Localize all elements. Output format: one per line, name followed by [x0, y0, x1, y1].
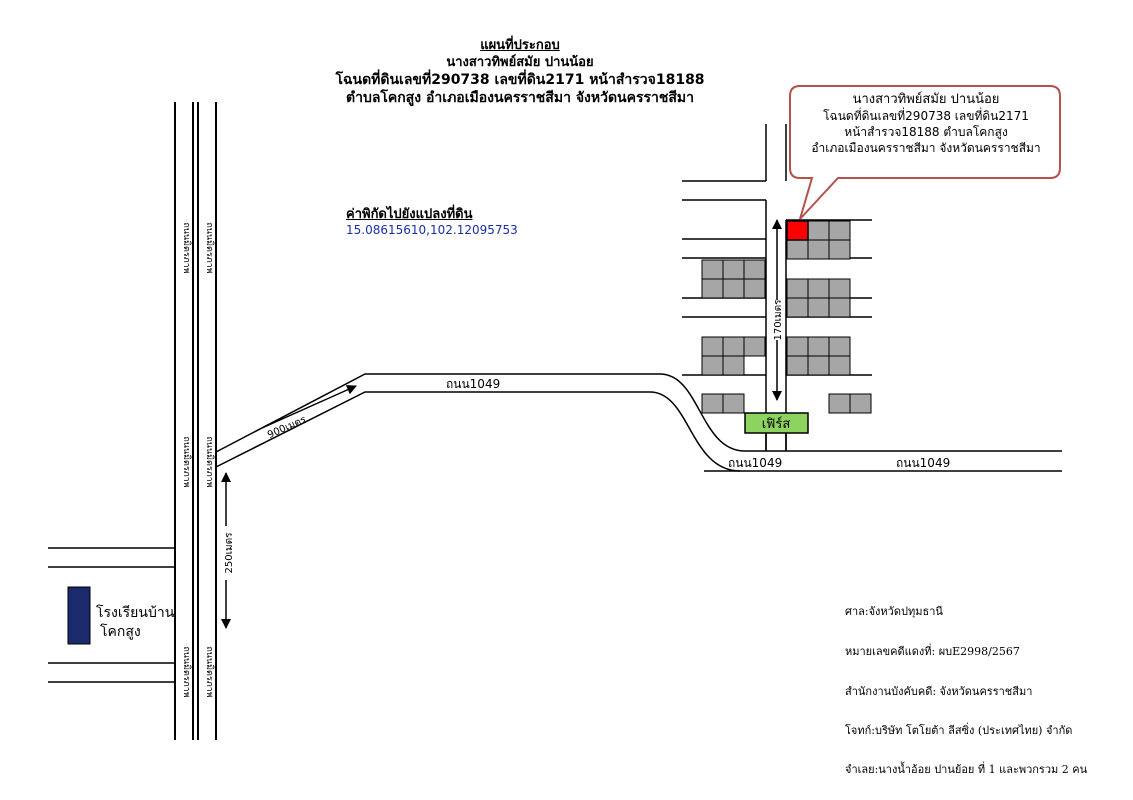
shop-label: เฟิร์ส — [762, 416, 791, 432]
mittraphap-label-2a: ถนนมิตรภาพ — [181, 436, 192, 487]
school-label: โรงเรียนบ้าน โคกสูง — [96, 604, 174, 642]
case-number: หมายเลขคดีแดงที่: ผบE2998/2567 — [845, 645, 1020, 658]
school-label-line1: โรงเรียนบ้าน — [96, 605, 175, 621]
mittraphap-label-1b: ถนนมิตรภาพ — [204, 222, 215, 273]
school-label-line2: โคกสูง — [100, 624, 141, 640]
callout-bubble — [789, 85, 1061, 220]
distance-900m-label: 900เมตร — [266, 414, 308, 441]
mittraphap-label-3b: ถนนมิตรภาพ — [204, 646, 215, 697]
arrow-900m — [261, 385, 357, 429]
location-info: ตำบลโคกสูง อำเภอเมืองนครราชสีมา จังหวัดน… — [345, 90, 695, 106]
road-1049 — [215, 373, 1062, 472]
road-1049-label-left: ถนน1049 — [728, 456, 782, 470]
callout-district: อำเภอเมืองนครราชสีมา จังหวัดนครราชสีมา — [811, 141, 1041, 155]
map-heading: แผนที่ประกอบ — [480, 38, 560, 53]
school-road — [48, 547, 175, 683]
land-plots — [701, 220, 872, 414]
shop-connectors — [765, 433, 787, 451]
shop-marker[interactable] — [744, 412, 809, 434]
callout-owner: นางสาวทิพย์สมัย ปานน้อย — [852, 92, 1000, 107]
distance-170m-label: 170เมตร — [773, 299, 784, 341]
mittraphap-label-3a: ถนนมิตรภาพ — [181, 646, 192, 697]
target-land-plot[interactable] — [786, 220, 809, 241]
coordinates-value[interactable]: 15.08615610,102.12095753 — [346, 223, 518, 237]
callout-survey: หน้าสำรวจ18188 ตำบลโคกสูง — [844, 125, 1008, 139]
school-marker[interactable] — [67, 586, 91, 645]
case-defendant: จำเลย:นางน้ำอ้อย ปานย้อย ที่ 1 และพวกรวม… — [845, 763, 1088, 776]
owner-name: นางสาวทิพย์สมัย ปานน้อย — [446, 55, 594, 70]
callout-text: นางสาวทิพย์สมัย ปานน้อย โฉนดที่ดินเลขที่… — [792, 86, 1060, 178]
case-plaintiff: โจทก์:บริษัท โตโยต้า ลีสซิ่ง (ประเทศไทย)… — [845, 724, 1073, 737]
coordinates-label: ค่าพิกัดไปยังแปลงที่ดิน — [346, 207, 473, 222]
case-court: ศาล:จังหวัดปทุมธานี — [845, 605, 943, 618]
road-1049-label-curve: ถนน1049 — [446, 377, 500, 391]
mittraphap-label-2b: ถนนมิตรภาพ — [204, 436, 215, 487]
callout-deed: โฉนดที่ดินเลขที่290738 เลขที่ดิน2171 — [823, 109, 1029, 123]
distance-250m-label: 250เมตร — [224, 532, 235, 574]
mittraphap-label-1a: ถนนมิตรภาพ — [181, 222, 192, 273]
case-office: สำนักงานบังคับคดี: จังหวัดนครราชสีมา — [845, 685, 1033, 698]
mittraphap-road — [174, 102, 217, 740]
road-1049-label-right: ถนน1049 — [896, 456, 950, 470]
deed-info: โฉนดที่ดินเลขที่290738 เลขที่ดิน2171 หน้… — [335, 72, 705, 88]
